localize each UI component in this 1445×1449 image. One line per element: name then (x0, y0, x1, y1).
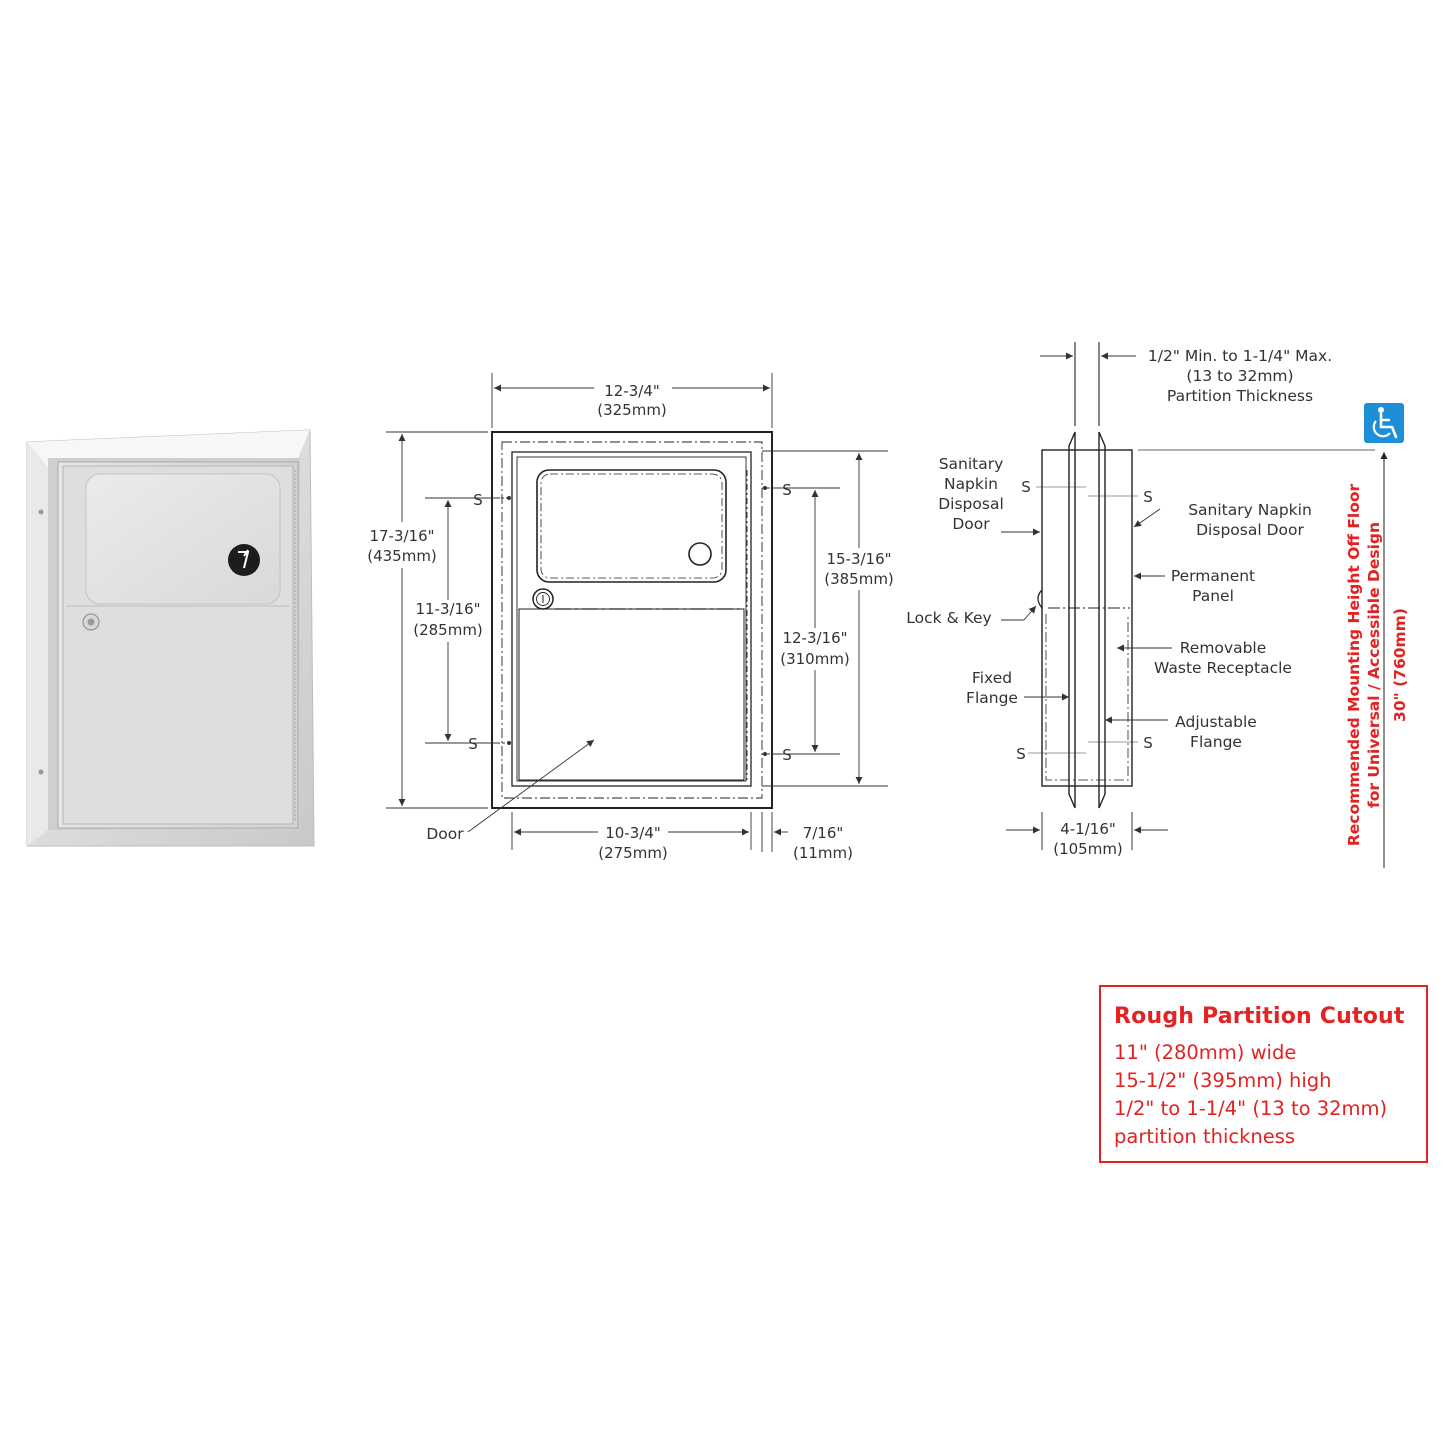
upper-panel (536, 469, 727, 583)
partition-line1: 1/2" Min. to 1-1/4" Max. (1148, 347, 1332, 365)
cutout-line: 15-1/2" (395mm) high (1114, 1068, 1332, 1092)
depth-in: 4-1/16" (1060, 820, 1116, 838)
side-dims (1001, 352, 1375, 834)
door-width-in: 10-3/4" (605, 824, 661, 842)
right-door-label: Disposal Door (1196, 521, 1304, 539)
width-mm: (325mm) (597, 401, 667, 419)
adjustable-flange-label: Flange (1190, 733, 1242, 751)
adjustable-flange-label: Adjustable (1175, 713, 1257, 731)
width-in: 12-3/4" (604, 382, 660, 400)
partition-line2: (13 to 32mm) (1186, 367, 1293, 385)
cutout-title: Rough Partition Cutout (1114, 1004, 1405, 1029)
inner-height-in: 15-3/16" (826, 550, 891, 568)
left-door-label: Napkin (944, 475, 998, 493)
product-photo (26, 429, 315, 847)
front-view (491, 431, 773, 809)
cabinet-body (1041, 449, 1133, 787)
screw-label: S (1143, 734, 1153, 752)
cutout-line: 11" (280mm) wide (1114, 1040, 1297, 1064)
screw-label: S (468, 735, 478, 753)
right-door-label: Sanitary Napkin (1188, 501, 1312, 519)
height-in: 17-3/16" (369, 527, 434, 545)
fixed-flange (1068, 431, 1076, 809)
front-dims (386, 373, 888, 852)
screw-label: S (782, 746, 792, 764)
outer-flange (491, 431, 773, 809)
removable-label: Waste Receptacle (1154, 659, 1292, 677)
left-door-label: Door (952, 515, 990, 533)
door-width-mm: (275mm) (598, 844, 668, 862)
height-mm: (435mm) (367, 547, 437, 565)
mounting-line3: 30" (760mm) (1391, 608, 1409, 722)
permanent-panel-label: Panel (1192, 587, 1234, 605)
left-door-label: Sanitary (939, 455, 1004, 473)
mounting-line1: Recommended Mounting Height Off Floor (1345, 483, 1363, 846)
screw-spacing-in: 11-3/16" (415, 600, 480, 618)
screw-height-mm: (310mm) (780, 650, 850, 668)
front-labels: 12-3/4" (325mm) 17-3/16" (435mm) 11-3/16… (367, 382, 894, 862)
screw-label: S (1143, 488, 1153, 506)
screw-height-in: 12-3/16" (782, 629, 847, 647)
inner-height-mm: (385mm) (824, 570, 894, 588)
rough-cutout-box: Rough Partition Cutout 11" (280mm) wide … (1099, 985, 1428, 1163)
lock-key-label: Lock & Key (906, 609, 991, 627)
screw-label: S (473, 491, 483, 509)
left-door-label: Disposal (938, 495, 1004, 513)
wheelchair-icon (1364, 403, 1404, 443)
mounting-line2: for Universal / Accessible Design (1365, 522, 1383, 808)
removable-label: Removable (1180, 639, 1267, 657)
door-panel (518, 608, 745, 781)
fixed-flange-label: Fixed (972, 669, 1012, 687)
depth-mm: (105mm) (1053, 840, 1123, 858)
side-view (1037, 342, 1133, 850)
screw-label: S (1016, 745, 1026, 763)
mounting-height: Recommended Mounting Height Off Floor fo… (1345, 403, 1409, 868)
screw-label: S (782, 481, 792, 499)
adjustable-flange (1098, 431, 1106, 809)
hand-symbol-icon (228, 544, 260, 576)
permanent-panel-label: Permanent (1171, 567, 1255, 585)
door-label: Door (426, 825, 464, 843)
flange-mm: (11mm) (793, 844, 853, 862)
cutout-line: partition thickness (1114, 1124, 1296, 1148)
fixed-flange-label: Flange (966, 689, 1018, 707)
cutout-line: 1/2" to 1-1/4" (13 to 32mm) (1114, 1096, 1388, 1120)
side-labels: 1/2" Min. to 1-1/4" Max. (13 to 32mm) Pa… (906, 347, 1332, 858)
screw-spacing-mm: (285mm) (413, 621, 483, 639)
partition-line3: Partition Thickness (1167, 387, 1313, 405)
screw-label: S (1021, 478, 1031, 496)
flange-in: 7/16" (803, 824, 844, 842)
